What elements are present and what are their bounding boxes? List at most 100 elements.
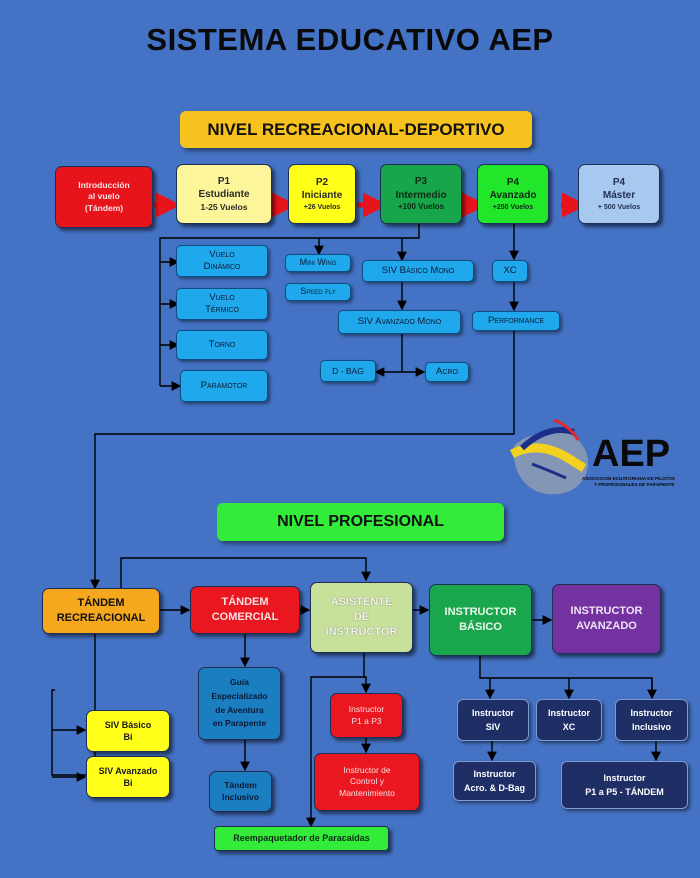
branch-torno-label: Torno xyxy=(208,339,236,351)
pro-tandem-com-l1: TÁNDEM xyxy=(221,596,269,609)
level-p3-flights: +100 Vuelos xyxy=(397,202,445,212)
branch-d-bag-label: D - BAG xyxy=(332,365,364,376)
aep-logo-graphic: AEP ASOCIACION ECUATORIANA DE PILOTOS Y … xyxy=(509,418,675,495)
branch-acro-label: Acro xyxy=(436,366,458,378)
pro-tandem-comercial[interactable]: TÁNDEM COMERCIAL xyxy=(190,586,300,634)
siv-avanzado-bi-l1: SIV Avanzado xyxy=(98,765,158,776)
level-p4-flights: +250 Vuelos xyxy=(492,203,534,211)
banner-professional: NIVEL PROFESIONAL xyxy=(217,503,504,541)
branch-speed-fly-label: Speed fly xyxy=(300,286,336,297)
level-p2-code: P2 xyxy=(315,176,329,188)
tandem-inclusivo-l1: Tándem xyxy=(224,780,257,791)
pro-asistente-l1: ASISTENTE xyxy=(330,596,393,609)
instructor-control-mantenimiento[interactable]: Instructor de Control y Mantenimiento xyxy=(314,753,420,811)
branch-paramotor[interactable]: Paramotor xyxy=(180,370,268,402)
instructor-control-l2: Control y xyxy=(349,776,384,787)
siv-basico-bi-l2: Bi xyxy=(123,732,133,742)
guia-especializado[interactable]: Guía Especializado de Aventura en Parape… xyxy=(198,667,281,740)
branch-vuelo-termico[interactable]: Vuelo Térmico xyxy=(176,288,268,320)
instructor-control-l1: Instructor de xyxy=(343,764,391,775)
branch-vuelo-termico-l1: Vuelo xyxy=(209,292,235,304)
level-p4-master[interactable]: P4 Máster + 500 Vuelos xyxy=(578,164,660,224)
siv-avanzado-bi[interactable]: SIV Avanzado Bi xyxy=(86,756,170,798)
pro-instr-avanzado-l2: AVANZADO xyxy=(576,620,637,632)
branch-xc[interactable]: XC xyxy=(492,260,528,282)
pro-instructor-basico[interactable]: INSTRUCTOR BÁSICO xyxy=(429,584,532,656)
instructor-p1p3-l2: P1 a P3 xyxy=(351,715,382,726)
level-p4-code: P4 xyxy=(506,176,520,188)
reempaquetador[interactable]: Reempaquetador de Paracaídas xyxy=(214,826,389,851)
level-p2-flights: +26 Vuelos xyxy=(303,203,341,211)
pro-asistente-l2: DE xyxy=(353,611,370,624)
branch-d-bag[interactable]: D - BAG xyxy=(320,360,376,382)
level-intro-line3: (Tándem) xyxy=(84,202,124,213)
guia-l2: Especializado xyxy=(211,690,268,701)
branch-vuelo-dinamico[interactable]: Vuelo Dinámico xyxy=(176,245,268,277)
instructor-p1-p3[interactable]: Instructor P1 a P3 xyxy=(330,693,403,738)
branch-siv-avanzado-mono-label: SIV Avanzado Mono xyxy=(357,316,442,328)
guia-l4: en Parapente xyxy=(212,718,267,729)
logo-name: AEP xyxy=(592,433,670,475)
instructor-inclusivo-l2: Inclusivo xyxy=(631,722,671,732)
branch-acro[interactable]: Acro xyxy=(425,362,469,382)
instructor-xc-l1: Instructor xyxy=(547,707,590,718)
branch-siv-basico-mono[interactable]: SIV Básico Mono xyxy=(362,260,474,282)
instructor-acro-dbag[interactable]: Instructor Acro. & D-Bag xyxy=(453,761,536,801)
level-intro-line1: Introducción xyxy=(78,179,130,190)
branch-siv-avanzado-mono[interactable]: SIV Avanzado Mono xyxy=(338,310,461,334)
branch-speed-fly[interactable]: Speed fly xyxy=(285,283,351,301)
instructor-control-l3: Mantenimiento xyxy=(339,787,395,798)
aep-logo: AEP ASOCIACION ECUATORIANA DE PILOTOS Y … xyxy=(508,418,686,498)
pro-instr-basico-l1: INSTRUCTOR xyxy=(444,606,517,619)
level-p2-name: Iniciante xyxy=(301,190,343,202)
siv-basico-bi-l1: SIV Básico xyxy=(104,719,152,730)
branch-mini-wing-label: Mini Wing xyxy=(299,257,337,268)
tandem-inclusivo-l2: Inclusivo xyxy=(222,791,259,802)
banner-professional-label: NIVEL PROFESIONAL xyxy=(277,513,444,530)
level-p1-code: P1 xyxy=(217,175,231,187)
pro-tandem-rec-l1: TÁNDEM xyxy=(77,597,125,610)
level-p2[interactable]: P2 Iniciante +26 Vuelos xyxy=(288,164,356,224)
instructor-siv[interactable]: Instructor SIV xyxy=(457,699,529,741)
level-master-code: P4 xyxy=(612,176,626,188)
instructor-inclusivo[interactable]: Instructor Inclusivo xyxy=(615,699,688,741)
level-p1-name: Estudiante xyxy=(198,189,250,201)
tandem-inclusivo[interactable]: Tándem Inclusivo xyxy=(209,771,272,812)
pro-instructor-avanzado[interactable]: INSTRUCTOR AVANZADO xyxy=(552,584,661,654)
instructor-p1-p5-tandem[interactable]: Instructor P1 a P5 - TÁNDEM xyxy=(561,761,688,809)
reempaquetador-label: Reempaquetador de Paracaídas xyxy=(233,833,370,844)
branch-vuelo-dinamico-l1: Vuelo xyxy=(209,249,235,261)
instructor-xc-l2: XC xyxy=(562,722,576,732)
instructor-acro-l2: Acro. & D-Bag xyxy=(463,783,525,793)
pro-tandem-recreacional[interactable]: TÁNDEM RECREACIONAL xyxy=(42,588,160,634)
branch-performance-label: Performance xyxy=(487,315,545,327)
instructor-p1p5-l2: P1 a P5 - TÁNDEM xyxy=(585,787,664,797)
level-p1[interactable]: P1 Estudiante 1-25 Vuelos xyxy=(176,164,272,224)
pro-tandem-rec-l2: RECREACIONAL xyxy=(56,612,146,624)
pro-asistente-l3: INSTRUCTOR xyxy=(325,625,398,638)
siv-avanzado-bi-l2: Bi xyxy=(123,778,133,788)
guia-l1: Guía xyxy=(230,677,249,688)
level-p3-code: P3 xyxy=(414,176,428,188)
banner-recreational-label: NIVEL RECREACIONAL-DEPORTIVO xyxy=(207,119,505,139)
branch-torno[interactable]: Torno xyxy=(176,330,268,360)
level-p4-advanced[interactable]: P4 Avanzado +250 Vuelos xyxy=(477,164,549,224)
pro-asistente-instructor[interactable]: ASISTENTE DE INSTRUCTOR xyxy=(310,582,413,653)
level-p3[interactable]: P3 Intermedio +100 Vuelos xyxy=(380,164,462,224)
level-master-flights: + 500 Vuelos xyxy=(597,203,641,211)
branch-xc-label: XC xyxy=(503,265,517,277)
branch-performance[interactable]: Performance xyxy=(472,311,560,331)
siv-basico-bi[interactable]: SIV Básico Bi xyxy=(86,710,170,752)
branch-paramotor-label: Paramotor xyxy=(200,380,248,392)
pro-instr-avanzado-l1: INSTRUCTOR xyxy=(570,605,643,618)
instructor-xc[interactable]: Instructor XC xyxy=(536,699,602,741)
logo-subtitle-1: ASOCIACION ECUATORIANA DE PILOTOS xyxy=(582,476,675,481)
instructor-inclusivo-l1: Instructor xyxy=(630,707,673,718)
instructor-siv-l2: SIV xyxy=(485,722,501,732)
level-p4-name: Avanzado xyxy=(489,190,537,202)
level-intro[interactable]: Introducción al vuelo (Tándem) xyxy=(55,166,153,228)
branch-mini-wing[interactable]: Mini Wing xyxy=(285,254,351,272)
logo-subtitle-2: Y PROFESIONALES DE PARAPENTE xyxy=(594,482,675,487)
pro-tandem-com-l2: COMERCIAL xyxy=(211,611,279,623)
